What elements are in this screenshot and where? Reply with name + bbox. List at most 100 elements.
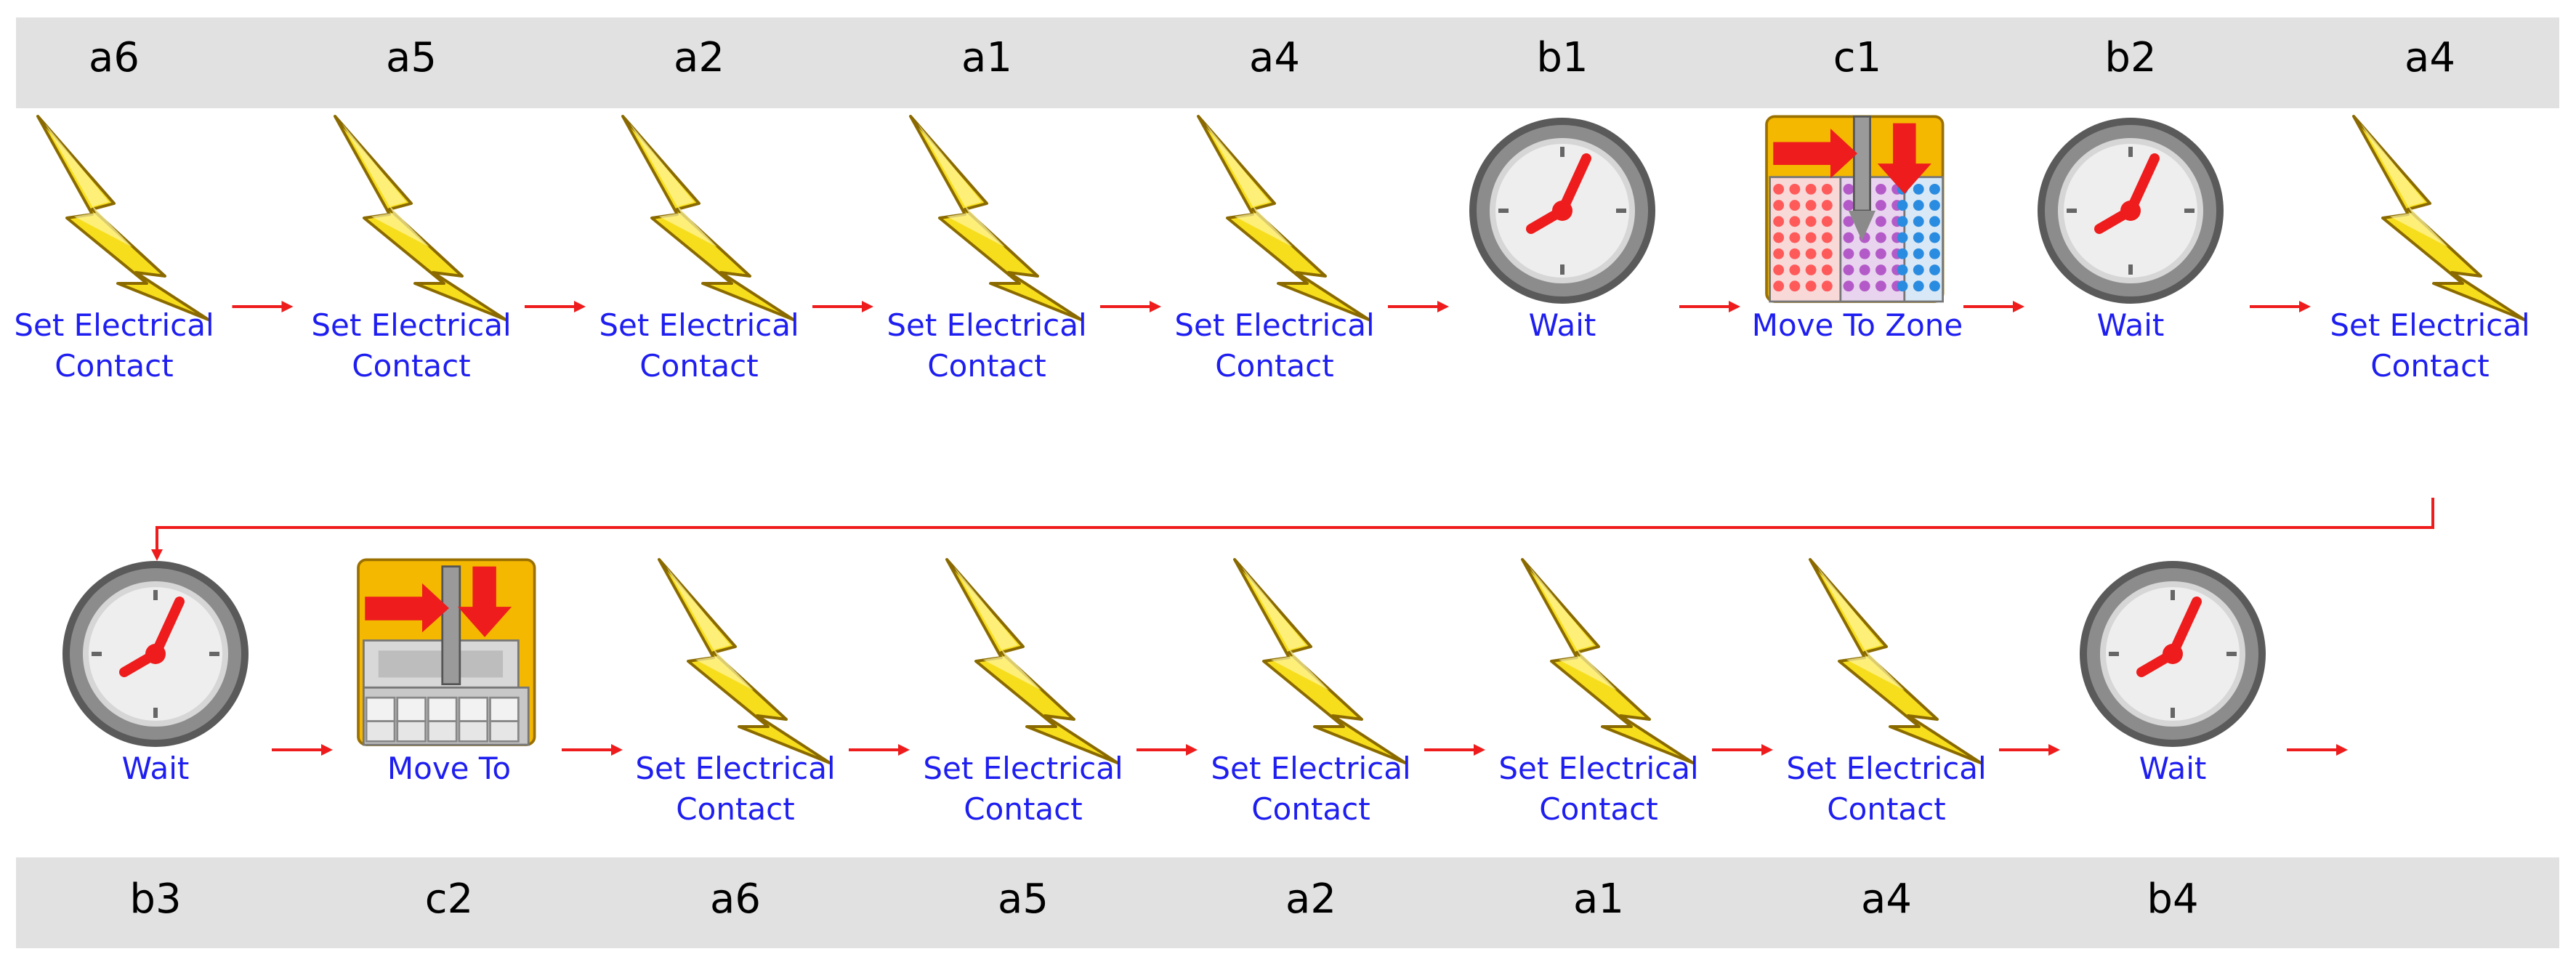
step-label: Wait: [2053, 748, 2293, 789]
lightning-icon: [1521, 558, 1695, 764]
lightning-icon: [621, 115, 795, 321]
flow-arrow-top-3: [812, 301, 873, 312]
top-header-4: a1: [961, 34, 1012, 81]
lightning-icon: [2352, 115, 2526, 321]
flow-arrow-bottom-5: [1424, 744, 1485, 756]
flow-arrow-top-7: [1963, 301, 2024, 312]
top-header-7: c1: [1833, 34, 1882, 81]
step-label-line: Contact: [1539, 791, 1658, 827]
step-label-line: Wait: [2139, 751, 2207, 786]
top-header-1: a6: [89, 34, 140, 81]
bottom-header-5: a2: [1285, 876, 1336, 923]
step-label-line: Wait: [2096, 307, 2165, 343]
bottom-step-2[interactable]: Move To: [329, 552, 569, 857]
step-label-line: Set Electrical: [14, 307, 214, 343]
move-to-icon: [357, 558, 536, 746]
bottom-step-8[interactable]: Wait: [2053, 552, 2293, 857]
step-label-line: Contact: [639, 348, 759, 384]
row-wrap-connector: [151, 498, 2434, 561]
bottom-header-3: a6: [710, 876, 761, 923]
bottom-step-1[interactable]: Wait: [36, 552, 275, 857]
step-label-line: Contact: [676, 791, 795, 827]
bottom-header-2: c2: [424, 876, 474, 923]
step-label-line: Contact: [1827, 791, 1946, 827]
clock-icon: [1469, 118, 1655, 304]
bottom-header-6: a1: [1573, 876, 1624, 923]
step-label: Wait: [36, 748, 275, 789]
step-label-line: Wait: [1528, 307, 1596, 343]
top-header-8: b2: [2104, 34, 2157, 81]
lightning-icon: [1197, 115, 1370, 321]
top-header-5: a4: [1249, 34, 1300, 81]
top-header-3: a2: [674, 34, 724, 81]
step-label-line: Contact: [352, 348, 471, 384]
flow-arrow-top-1: [232, 301, 294, 312]
step-label-line: Move To: [387, 751, 512, 786]
lightning-icon: [945, 558, 1119, 764]
step-label-line: Contact: [1251, 791, 1370, 827]
bottom-header-1: b3: [129, 876, 182, 923]
step-label-line: Contact: [964, 791, 1083, 827]
step-label-line: Contact: [1215, 348, 1334, 384]
step-label-line: Set Electrical: [599, 307, 799, 343]
step-label-line: Set Electrical: [887, 307, 1087, 343]
bottom-header-7: a4: [1861, 876, 1912, 923]
step-label-line: Set Electrical: [1211, 751, 1411, 786]
top-step-6[interactable]: Wait: [1442, 109, 1682, 414]
step-label: Wait: [2011, 305, 2250, 346]
lightning-icon: [1809, 558, 1982, 764]
step-label-line: Wait: [121, 751, 190, 786]
bottom-header-band: [16, 857, 2559, 948]
step-label-line: Contact: [54, 348, 174, 384]
clock-icon: [2038, 118, 2224, 304]
top-header-2: a5: [386, 34, 437, 81]
flow-arrow-bottom-1: [272, 744, 333, 756]
flow-arrow-top-5: [1388, 301, 1449, 312]
step-label: Move To Zone: [1737, 305, 1977, 346]
lightning-icon: [658, 558, 831, 764]
flow-arrow-top-4: [1100, 301, 1161, 312]
flow-arrow-top-2: [525, 301, 586, 312]
step-label-line: Set Electrical: [1786, 751, 1987, 786]
top-header-9: a4: [2405, 34, 2455, 81]
step-label-line: Set Electrical: [635, 751, 836, 786]
step-label-line: Move To Zone: [1751, 307, 1963, 343]
flow-arrow-bottom-7: [1999, 744, 2060, 756]
flow-arrow-top-6: [1679, 301, 1740, 312]
flow-arrow-top-8: [2250, 301, 2311, 312]
top-header-6: b1: [1536, 34, 1588, 81]
top-step-8[interactable]: Wait: [2011, 109, 2250, 414]
bottom-header-8: b4: [2147, 876, 2199, 923]
lightning-icon: [909, 115, 1083, 321]
flow-arrow-bottom-6: [1712, 744, 1773, 756]
step-label-line: Set Electrical: [1498, 751, 1699, 786]
top-step-7[interactable]: Move To Zone: [1737, 109, 1977, 414]
top-header-band: [16, 17, 2559, 108]
move-to-zone-icon: [1765, 115, 1945, 303]
flow-arrow-bottom-2: [562, 744, 623, 756]
step-label: Wait: [1442, 305, 1682, 346]
